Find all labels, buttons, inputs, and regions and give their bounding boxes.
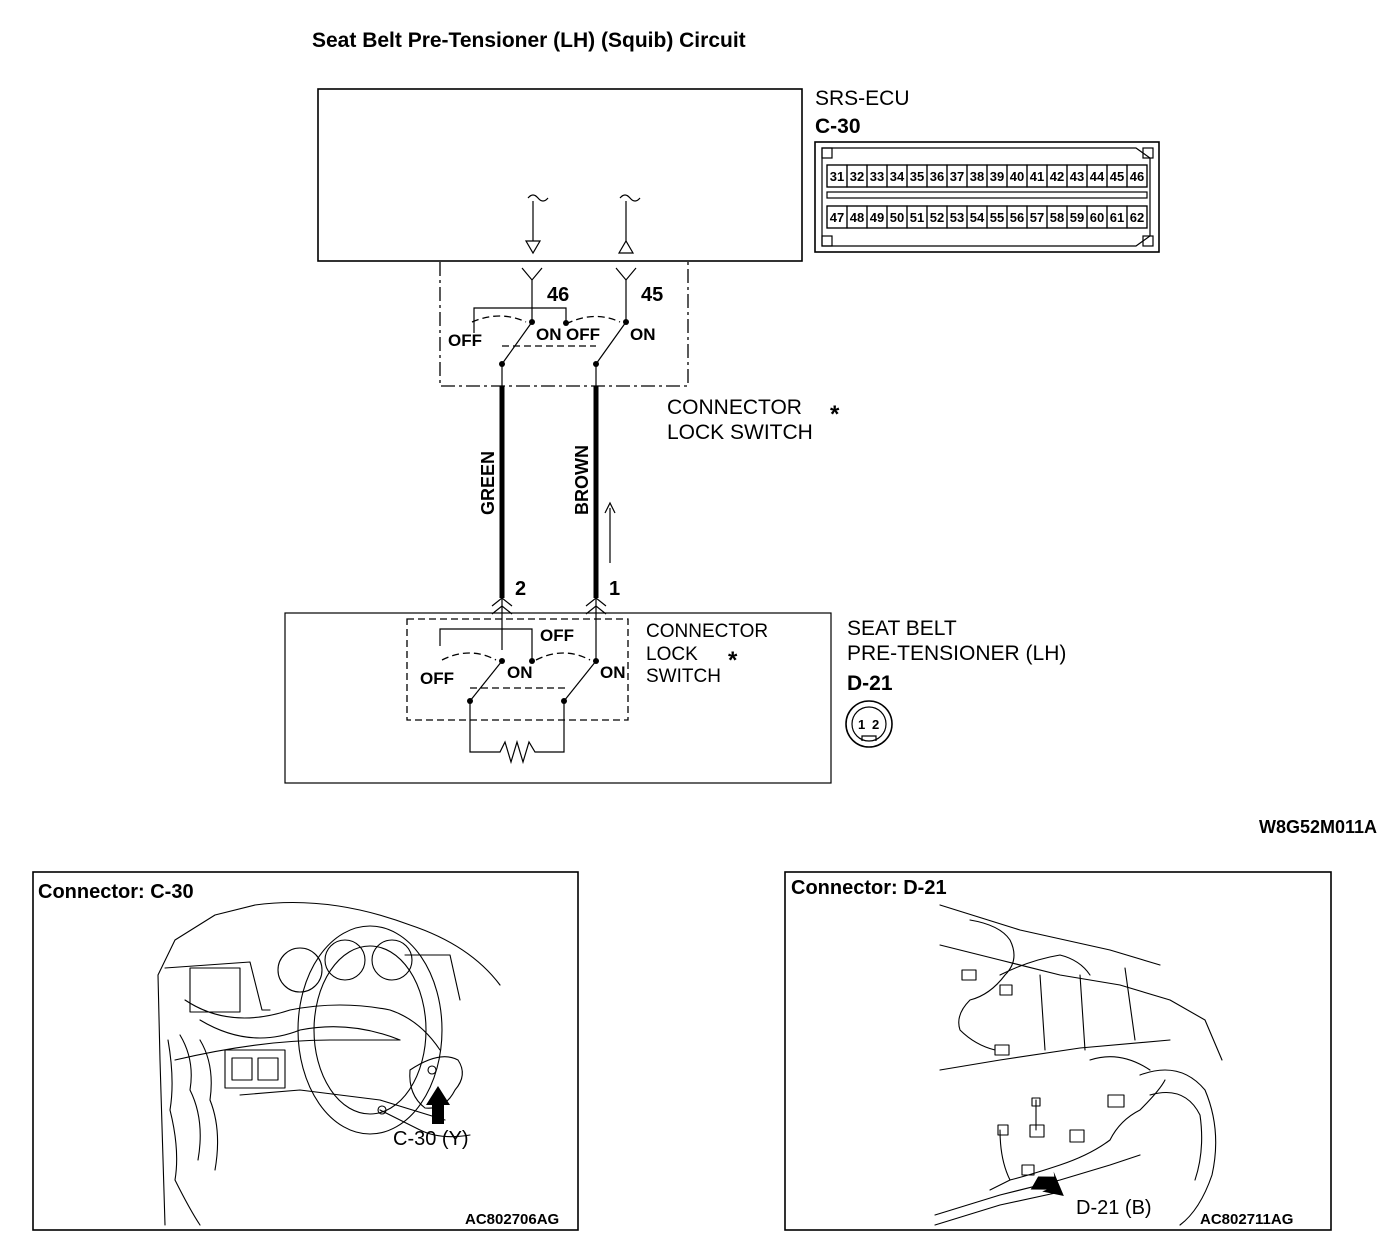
connector-pin-number: 34 — [890, 169, 905, 184]
switch-on-label: ON — [507, 663, 533, 682]
c30-location-arrow — [426, 1086, 450, 1124]
d21-pin-2: 2 — [872, 717, 879, 732]
tensioner-lock-line1: CONNECTOR — [646, 621, 768, 642]
connector-pin-number: 55 — [990, 210, 1004, 225]
connector-pin-number: 41 — [1030, 169, 1044, 184]
switch-on-label: ON — [630, 325, 656, 344]
tensioner-connector-id: D-21 — [847, 672, 893, 695]
ecu-lock-switch-boundary — [439, 262, 689, 387]
d21-pin-1: 1 — [858, 717, 865, 732]
tensioner-lock-line2: LOCK — [646, 644, 698, 665]
ecu-terminal-45 — [615, 267, 637, 322]
connector-d21-panel — [784, 871, 1332, 1231]
brown-wire-label: BROWN — [572, 445, 592, 515]
tensioner-lock-line3: SWITCH — [646, 666, 721, 687]
ecu-terminal-46 — [521, 267, 543, 320]
connector-pin-number: 62 — [1130, 210, 1144, 225]
connector-pin-number: 58 — [1050, 210, 1064, 225]
switch-on-label: ON — [536, 325, 562, 344]
connector-pin-number: 32 — [850, 169, 864, 184]
terminal-45-label: 45 — [641, 284, 663, 306]
switch-on-label: ON — [600, 663, 626, 682]
panel-d21-title: Connector: D-21 — [791, 877, 947, 899]
terminal-2-label: 2 — [515, 578, 526, 600]
connector-pin-number: 54 — [970, 210, 985, 225]
panel-d21-code: AC802711AG — [1200, 1211, 1293, 1228]
connector-pin-number: 56 — [1010, 210, 1024, 225]
terminal-1-label: 1 — [609, 578, 620, 600]
switch-off-label: OFF — [448, 331, 482, 350]
connector-pin-number: 43 — [1070, 169, 1084, 184]
connector-pin-number: 48 — [850, 210, 864, 225]
ecu-lock-switch-line1: CONNECTOR — [667, 396, 802, 419]
panel-c30-code: AC802706AG — [465, 1211, 559, 1228]
connector-pin-number: 40 — [1010, 169, 1024, 184]
diagram-code: W8G52M011A — [1259, 817, 1377, 837]
connector-pin-number: 49 — [870, 210, 884, 225]
tensioner-name-line2: PRE-TENSIONER (LH) — [847, 642, 1066, 665]
tensioner-lock-switch-boundary — [406, 618, 629, 721]
connector-pin-number: 44 — [1090, 169, 1105, 184]
connector-pin-cell — [1126, 164, 1148, 188]
d21-connector-face — [845, 700, 893, 748]
ecu-switch-right — [565, 315, 629, 386]
switch-off-label: OFF — [540, 626, 574, 645]
connector-pin-number: 37 — [950, 169, 964, 184]
connector-pin-number: 53 — [950, 210, 964, 225]
connector-pin-number: 50 — [890, 210, 904, 225]
connector-pin-number: 47 — [830, 210, 844, 225]
connector-pin-number: 57 — [1030, 210, 1044, 225]
d21-location-arrow — [1030, 1171, 1064, 1196]
tensioner-terminal-2 — [491, 597, 513, 650]
connector-pin-number: 39 — [990, 169, 1004, 184]
switch-off-label: OFF — [566, 325, 600, 344]
switch-off-label: OFF — [420, 669, 454, 688]
c30-connector-face: 31 32 33 34 35 36 37 38 39 40 41 42 43 44 45 46 47 48 49 5… — [814, 141, 1160, 253]
tensioner-box — [284, 612, 832, 784]
connector-pin-number: 45 — [1110, 169, 1124, 184]
squib-resistor — [469, 701, 565, 765]
ecu-name: SRS-ECU — [815, 87, 910, 110]
ecu-internal-terminals — [524, 194, 641, 255]
connector-c30-panel — [32, 871, 579, 1231]
ecu-lock-switch-line2: LOCK SWITCH — [667, 421, 813, 444]
d21-callout: D-21 (B) — [1076, 1197, 1152, 1219]
connector-pin-number: 52 — [930, 210, 944, 225]
connector-pin-number: 33 — [870, 169, 884, 184]
connector-pin-number: 36 — [930, 169, 944, 184]
vehicle-body-illustration — [934, 904, 1223, 1226]
connector-pin-number: 38 — [970, 169, 984, 184]
ecu-switch-left — [471, 307, 596, 386]
tensioner-name-line1: SEAT BELT — [847, 617, 957, 640]
connector-pin-number: 42 — [1050, 169, 1064, 184]
ecu-connector-id: C-30 — [815, 115, 861, 138]
current-direction-arrow — [604, 501, 616, 563]
connector-pin-number: 35 — [910, 169, 924, 184]
connector-pin-number: 61 — [1110, 210, 1124, 225]
green-wire-label: GREEN — [478, 451, 498, 515]
page-title: Seat Belt Pre-Tensioner (LH) (Squib) Cir… — [312, 29, 746, 52]
asterisk: * — [830, 401, 840, 428]
dashboard-illustration — [157, 901, 501, 1226]
panel-c30-title: Connector: C-30 — [38, 881, 194, 903]
asterisk: * — [728, 647, 738, 674]
tensioner-terminal-1 — [585, 597, 607, 660]
connector-pin-number: 31 — [830, 169, 844, 184]
connector-pin-number: 60 — [1090, 210, 1104, 225]
terminal-46-label: 46 — [547, 284, 569, 306]
c30-callout: C-30 (Y) — [393, 1128, 469, 1150]
connector-pin-number: 46 — [1130, 169, 1144, 184]
connector-pin-cell — [1126, 205, 1148, 229]
connector-pin-number: 59 — [1070, 210, 1084, 225]
ecu-box — [317, 88, 803, 262]
connector-pin-number: 51 — [910, 210, 924, 225]
